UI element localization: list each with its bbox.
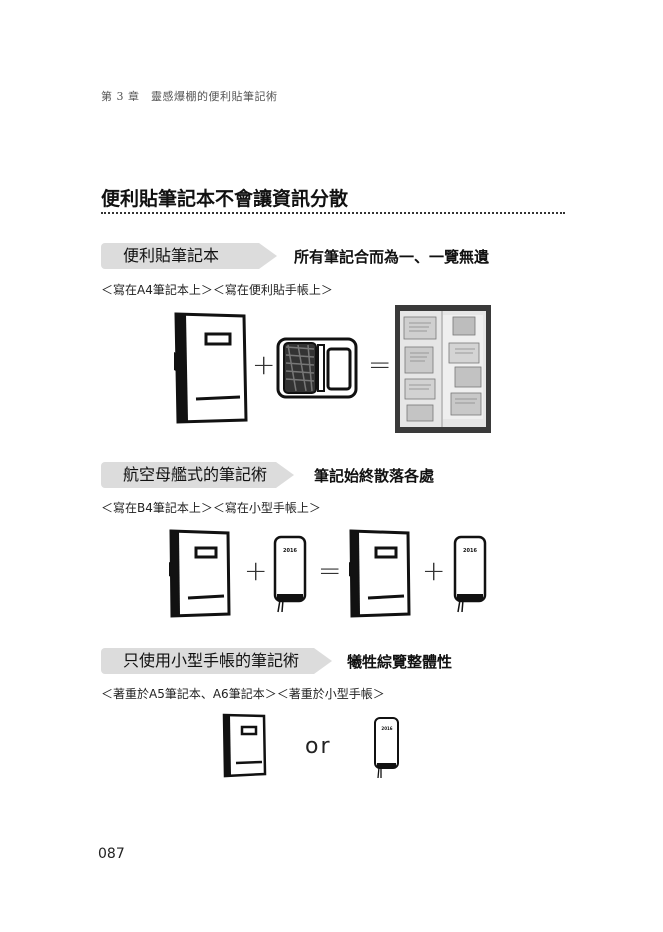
subtitle-block-3: ＜著重於A5筆記本、A6筆記本＞＜著重於小型手帳＞: [101, 687, 385, 701]
plus-operator-3: +: [422, 554, 446, 587]
description-block-3: 犧牲綜覽整體性: [347, 653, 453, 671]
equals-operator: =: [368, 348, 392, 381]
dotted-divider: [101, 212, 565, 214]
small-planner-illustration: 2016: [273, 535, 307, 613]
page-number: 087: [98, 846, 125, 862]
description-block-1: 所有筆記合而為一、一覽無遺: [294, 248, 490, 266]
tiny-planner-illustration: 2016: [374, 717, 399, 779]
chapter-header: 第 3 章 靈感爆棚的便利貼筆記術: [101, 90, 278, 103]
small-planner-illustration-2: 2016: [453, 535, 487, 613]
description-block-2: 筆記始終散落各處: [314, 467, 435, 485]
plus-operator-2: +: [244, 554, 268, 587]
planner-year-text-3: 2016: [381, 726, 392, 731]
subtitle-block-2: ＜寫在B4筆記本上＞＜寫在小型手帳上＞: [101, 501, 321, 515]
subtitle-block-1: ＜寫在A4筆記本上＞＜寫在便利貼手帳上＞: [101, 283, 333, 297]
sticky-planner-illustration: [276, 337, 358, 399]
tag-sticky-notebook: 便利貼筆記本: [101, 243, 277, 269]
or-connector: or: [305, 734, 332, 759]
section-title: 便利貼筆記本不會讓資訊分散: [101, 188, 349, 210]
planner-year-text-2: 2016: [463, 548, 477, 554]
notebook-b4-illustration-2: [349, 529, 411, 618]
plus-operator: +: [252, 348, 276, 381]
notebook-b4-illustration: [169, 529, 231, 618]
equals-operator-2: =: [318, 554, 342, 587]
notebook-a5-illustration: [222, 713, 267, 778]
planner-year-text: 2016: [283, 548, 297, 554]
tag-aircraft-carrier: 航空母艦式的筆記術: [101, 462, 294, 488]
tag-small-planner-only: 只使用小型手帳的筆記術: [101, 648, 332, 674]
notebook-photo: [395, 305, 491, 433]
notebook-a4-illustration: [174, 312, 248, 424]
